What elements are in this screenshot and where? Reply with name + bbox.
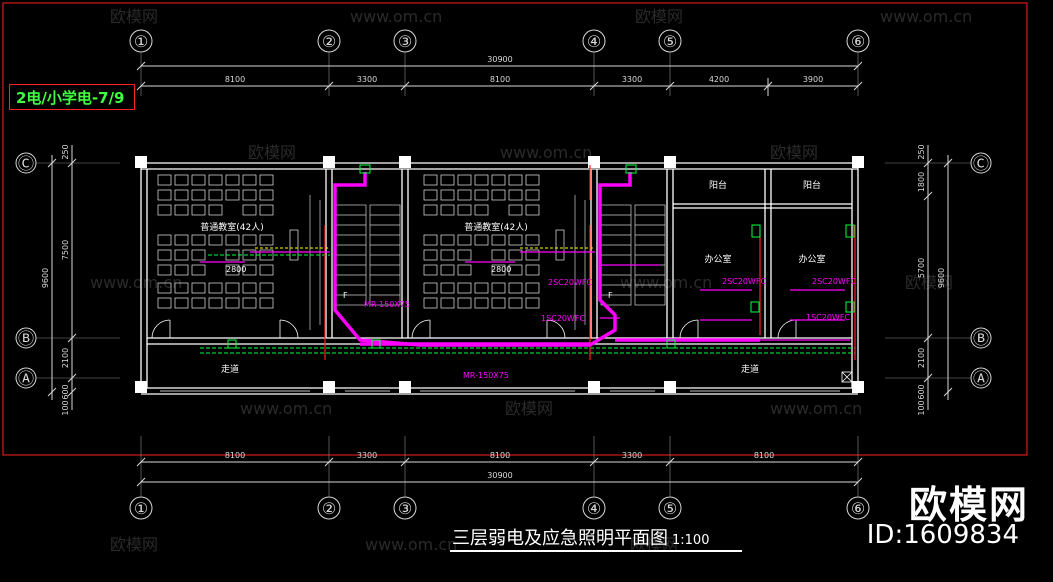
dim-right-span: 1800 xyxy=(917,172,926,192)
cable-spec-label: 1SC20WFC xyxy=(541,314,585,323)
dim-top-span: 8100 xyxy=(225,75,245,84)
desk-grid-1 xyxy=(157,174,299,309)
stair-mark: F xyxy=(343,291,348,300)
room-label-corridor: 走道 xyxy=(221,363,239,375)
title-underline xyxy=(450,550,742,552)
tray-spec-label: MR-150X75 xyxy=(463,371,509,380)
cable-spec-label: 2SC20WFC xyxy=(722,277,766,286)
watermark-url: www.om.cn xyxy=(90,273,182,292)
dim-top-span: 3900 xyxy=(803,75,823,84)
watermark-url: www.om.cn xyxy=(240,399,332,418)
dim-left-span: 100 xyxy=(61,400,70,415)
cable-spec-label: 2SC20WFC xyxy=(812,277,856,286)
watermark-url: www.om.cn xyxy=(620,273,712,292)
dim-top-span: 3300 xyxy=(357,75,377,84)
axis-label-bottom-2: ② xyxy=(322,499,336,518)
axis-label-bottom-3: ③ xyxy=(398,499,412,518)
watermark-url: www.om.cn xyxy=(365,535,457,554)
mount-height-label: 2800 xyxy=(226,265,246,274)
dim-right-span: 250 xyxy=(917,144,926,159)
dim-top-span: 3300 xyxy=(622,75,642,84)
stair-2 xyxy=(574,195,666,330)
axis-label-bottom-5: ⑤ xyxy=(663,499,677,518)
cable-spec-label: 1SC20WFC xyxy=(806,313,850,322)
watermark-brand: 欧模网 xyxy=(110,7,158,26)
room-label-corridor: 走道 xyxy=(741,363,759,375)
sheet-tag: 2电/小学电-7/9 xyxy=(9,84,135,110)
dim-bottom-span: 8100 xyxy=(754,451,774,460)
cable-spec-label: 2SC20WFC xyxy=(548,278,592,287)
room-label-classroom: 普通教室(42人) xyxy=(200,221,263,233)
room-label-balcony: 阳台 xyxy=(709,179,727,191)
dim-right-span: 600 xyxy=(917,384,926,399)
watermark-url: www.om.cn xyxy=(350,7,442,26)
watermark-brand: 欧模网 xyxy=(630,535,678,554)
watermark-url: www.om.cn xyxy=(770,399,862,418)
room-label-office: 办公室 xyxy=(704,253,731,265)
dim-top-span: 4200 xyxy=(709,75,729,84)
watermark-brand: 欧模网 xyxy=(505,399,553,418)
watermark-url: www.om.cn xyxy=(880,7,972,26)
dim-right-total: 9600 xyxy=(937,268,946,288)
dim-left-span: 250 xyxy=(61,144,70,159)
drawing-title-text: 三层弱电及应急照明平面图 xyxy=(452,528,668,549)
dim-left-span: 2100 xyxy=(61,348,70,368)
drawing-scale: 1:100 xyxy=(672,533,710,548)
dim-right-span: 2100 xyxy=(917,348,926,368)
axis-label-bottom-4: ④ xyxy=(587,499,601,518)
dim-bottom-total: 30900 xyxy=(487,471,512,480)
dim-left-total: 9600 xyxy=(41,268,50,288)
dim-left-span: 600 xyxy=(61,384,70,399)
axis-label-top-5: ⑤ xyxy=(663,32,677,51)
stair-mark: F xyxy=(608,291,613,300)
desk-grid-2 xyxy=(423,174,565,309)
axis-label-top-2: ② xyxy=(322,32,336,51)
watermark-url: www.om.cn xyxy=(500,143,592,162)
axis-label-right-c: Ⓒ xyxy=(973,154,989,173)
room-label-office: 办公室 xyxy=(798,253,825,265)
drawing-title: 三层弱电及应急照明平面图 1:100 xyxy=(452,524,709,550)
axis-label-top-4: ④ xyxy=(587,32,601,51)
watermark-brand: 欧模网 xyxy=(110,535,158,554)
watermark-brand: 欧模网 xyxy=(635,7,683,26)
axis-label-right-b: Ⓑ xyxy=(973,329,989,348)
axis-label-left-b: Ⓑ xyxy=(18,329,34,348)
axis-label-bottom-1: ① xyxy=(134,499,148,518)
mount-height-label: 2800 xyxy=(491,265,511,274)
axis-label-top-3: ③ xyxy=(398,32,412,51)
dim-right-span: 100 xyxy=(917,400,926,415)
dim-right-span: 5700 xyxy=(917,258,926,278)
drawing-frame xyxy=(2,2,1028,456)
dim-bottom-span: 8100 xyxy=(225,451,245,460)
dim-bottom-span: 3300 xyxy=(357,451,377,460)
watermark-brand: 欧模网 xyxy=(248,143,296,162)
dim-top-span: 8100 xyxy=(490,75,510,84)
brand-id: ID:1609834 xyxy=(866,520,1019,550)
axis-label-bottom-6: ⑥ xyxy=(851,499,865,518)
dim-left-span: 7500 xyxy=(61,240,70,260)
axis-label-right-a: Ⓐ xyxy=(973,369,989,388)
dim-top-total: 30900 xyxy=(487,55,512,64)
axis-label-left-c: Ⓒ xyxy=(18,154,34,173)
room-label-classroom: 普通教室(42人) xyxy=(464,221,527,233)
axis-label-top-1: ① xyxy=(134,32,148,51)
watermark-layer: 欧模网 www.om.cn 欧模网 www.om.cn 欧模网 www.om.c… xyxy=(90,7,972,554)
axis-label-top-6: ⑥ xyxy=(851,32,865,51)
room-label-balcony: 阳台 xyxy=(803,179,821,191)
dim-bottom-span: 3300 xyxy=(622,451,642,460)
axis-label-left-a: Ⓐ xyxy=(18,369,34,388)
tray-spec-label: MR-150X75 xyxy=(364,300,410,309)
cable-tray xyxy=(333,172,760,347)
emergency-circuit xyxy=(200,254,855,354)
stair-1 xyxy=(309,195,401,330)
dim-bottom-span: 8100 xyxy=(490,451,510,460)
brand-logo: 欧模网 xyxy=(908,483,1029,527)
building-outline xyxy=(140,162,859,395)
watermark-brand: 欧模网 xyxy=(905,273,953,292)
watermark-brand: 欧模网 xyxy=(770,143,818,162)
